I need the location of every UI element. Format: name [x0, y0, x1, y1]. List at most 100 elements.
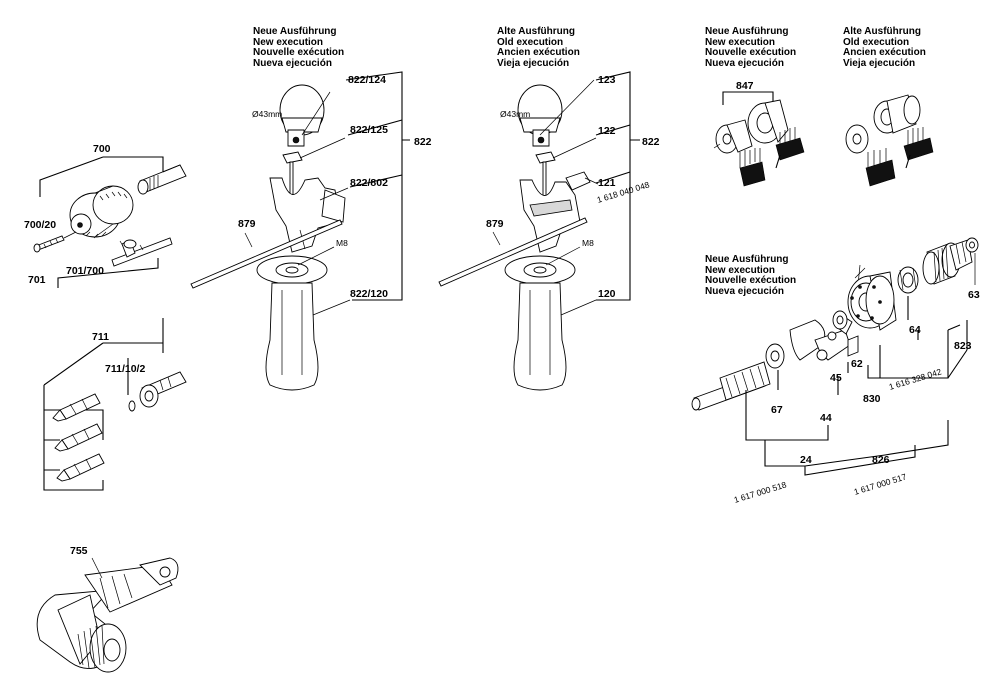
depth-rod — [190, 219, 343, 289]
label-822: 822 — [414, 136, 432, 148]
header-new-execution-gear: Neue Ausführung New execution Nouvelle e… — [705, 254, 797, 297]
side-handle-grip — [256, 246, 351, 391]
screwdriver-bit — [52, 393, 101, 422]
bracket-line — [595, 71, 631, 301]
chuck-key — [111, 237, 173, 267]
label-1-617-000-518: 1 617 000 518 — [733, 479, 788, 505]
bracket-line — [57, 258, 159, 288]
header-new-execution-right: Neue Ausführung New execution Nouvelle e… — [705, 26, 797, 69]
header-line: New execution — [705, 264, 776, 276]
bearing-housing — [847, 264, 897, 331]
bracket-line — [765, 425, 829, 441]
screwdriver-bit — [54, 423, 103, 452]
label-830: 830 — [863, 393, 881, 405]
label-822-125: 822/125 — [350, 124, 388, 136]
label-1-616-328-042: 1 616 328 042 — [888, 366, 943, 392]
bracket-line — [103, 318, 164, 353]
header-line: Nouvelle exécution — [253, 47, 345, 58]
header-line: Nueva ejecución — [705, 57, 784, 69]
label-879: 879 — [486, 218, 504, 230]
label-700: 700 — [93, 143, 111, 155]
header-line: Vieja ejecución — [497, 57, 570, 69]
drive-gear — [922, 239, 973, 285]
bracket-line — [777, 362, 849, 395]
label-822: 822 — [642, 136, 660, 148]
washer — [765, 343, 785, 369]
label-m8: M8 — [336, 238, 348, 248]
label-700-20: 700/20 — [24, 219, 56, 231]
retaining-ring — [128, 400, 136, 412]
label-123: 123 — [598, 74, 616, 86]
label-822-802: 822/802 — [350, 177, 388, 189]
clamp-body — [269, 177, 349, 253]
depth-rod — [438, 217, 588, 287]
chuck-screw — [33, 235, 65, 253]
label-45: 45 — [830, 372, 842, 384]
label-43mm: Ø43mm — [500, 109, 530, 119]
ring-inner — [836, 315, 844, 325]
label-63: 63 — [968, 289, 980, 301]
label-711: 711 — [92, 331, 109, 343]
label-847: 847 — [736, 80, 754, 92]
header-line: Neue Ausführung — [705, 26, 789, 37]
bit-holder — [139, 371, 187, 408]
drive-shaft — [691, 361, 771, 411]
bracket-line — [44, 358, 129, 471]
header-line: Nouvelle exécution — [705, 47, 797, 58]
needle-bearing — [897, 266, 919, 294]
label-64: 64 — [909, 324, 921, 336]
drill-chuck — [69, 185, 134, 239]
side-handle-grip — [504, 246, 597, 391]
depth-clamp — [279, 84, 331, 147]
header-line: Ancien exécution — [497, 47, 580, 58]
label-m8: M8 — [582, 238, 594, 248]
header-line: New execution — [705, 36, 776, 48]
label-822-120: 822/120 — [350, 288, 388, 300]
label-44: 44 — [820, 412, 832, 424]
bracket-line — [43, 455, 104, 491]
header-old-execution-right: Alte Ausführung Old execution Ancien exé… — [843, 26, 926, 69]
bracket-line — [907, 296, 919, 340]
label-879: 879 — [238, 218, 256, 230]
label-823: 823 — [954, 340, 972, 352]
label-43mm: Ø43mm — [252, 109, 282, 119]
chuck-group-700: 700 700/20 701 701/700 — [24, 143, 187, 288]
clamp-body — [519, 171, 599, 253]
header-line: Old execution — [843, 36, 910, 48]
label-755: 755 — [70, 545, 88, 557]
header-line: Nueva ejecución — [253, 57, 332, 69]
bracket-line — [39, 156, 104, 197]
depth-clamp — [517, 79, 595, 147]
bracket-line — [345, 71, 403, 301]
bearing-assembly-old — [845, 94, 934, 187]
header-line: Nueva ejecución — [705, 285, 784, 297]
header-line: Alte Ausführung — [497, 26, 575, 37]
header-line: Ancien exécution — [843, 47, 926, 58]
gear-assembly: 63 823 1 616 328 042 64 830 62 45 44 67 … — [691, 237, 980, 505]
auxiliary-handle-new: 822/124 822/125 822/802 822 822/120 879 … — [190, 71, 432, 391]
bracket-line — [347, 119, 410, 188]
label-701-700: 701/700 — [66, 265, 104, 277]
header-line: Old execution — [497, 36, 564, 48]
label-67: 67 — [771, 404, 783, 416]
header-line: Nouvelle exécution — [705, 275, 797, 286]
header-line: Alte Ausführung — [843, 26, 921, 37]
bracket-line — [804, 420, 949, 476]
clutch-lever — [789, 317, 859, 361]
label-1-617-000-517: 1 617 000 517 — [853, 471, 908, 497]
label-120: 120 — [598, 288, 616, 300]
header-old-execution-left: Alte Ausführung Old execution Ancien exé… — [497, 26, 580, 69]
label-822-124: 822/124 — [348, 74, 386, 86]
bracket-line — [867, 320, 968, 379]
bracket-line — [722, 91, 774, 105]
label-121: 121 — [598, 177, 616, 189]
angle-attachment-755: 755 — [36, 545, 179, 673]
header-line: Vieja ejecución — [843, 57, 916, 69]
header-new-execution-left: Neue Ausführung New execution Nouvelle e… — [253, 26, 345, 69]
auxiliary-handle-old: 123 122 822 121 1 618 040 048 120 879 M8… — [438, 71, 660, 391]
screwdriver-bit — [56, 453, 105, 482]
header-line: Neue Ausführung — [253, 26, 337, 37]
label-62: 62 — [851, 358, 863, 370]
bracket-line — [595, 124, 640, 184]
